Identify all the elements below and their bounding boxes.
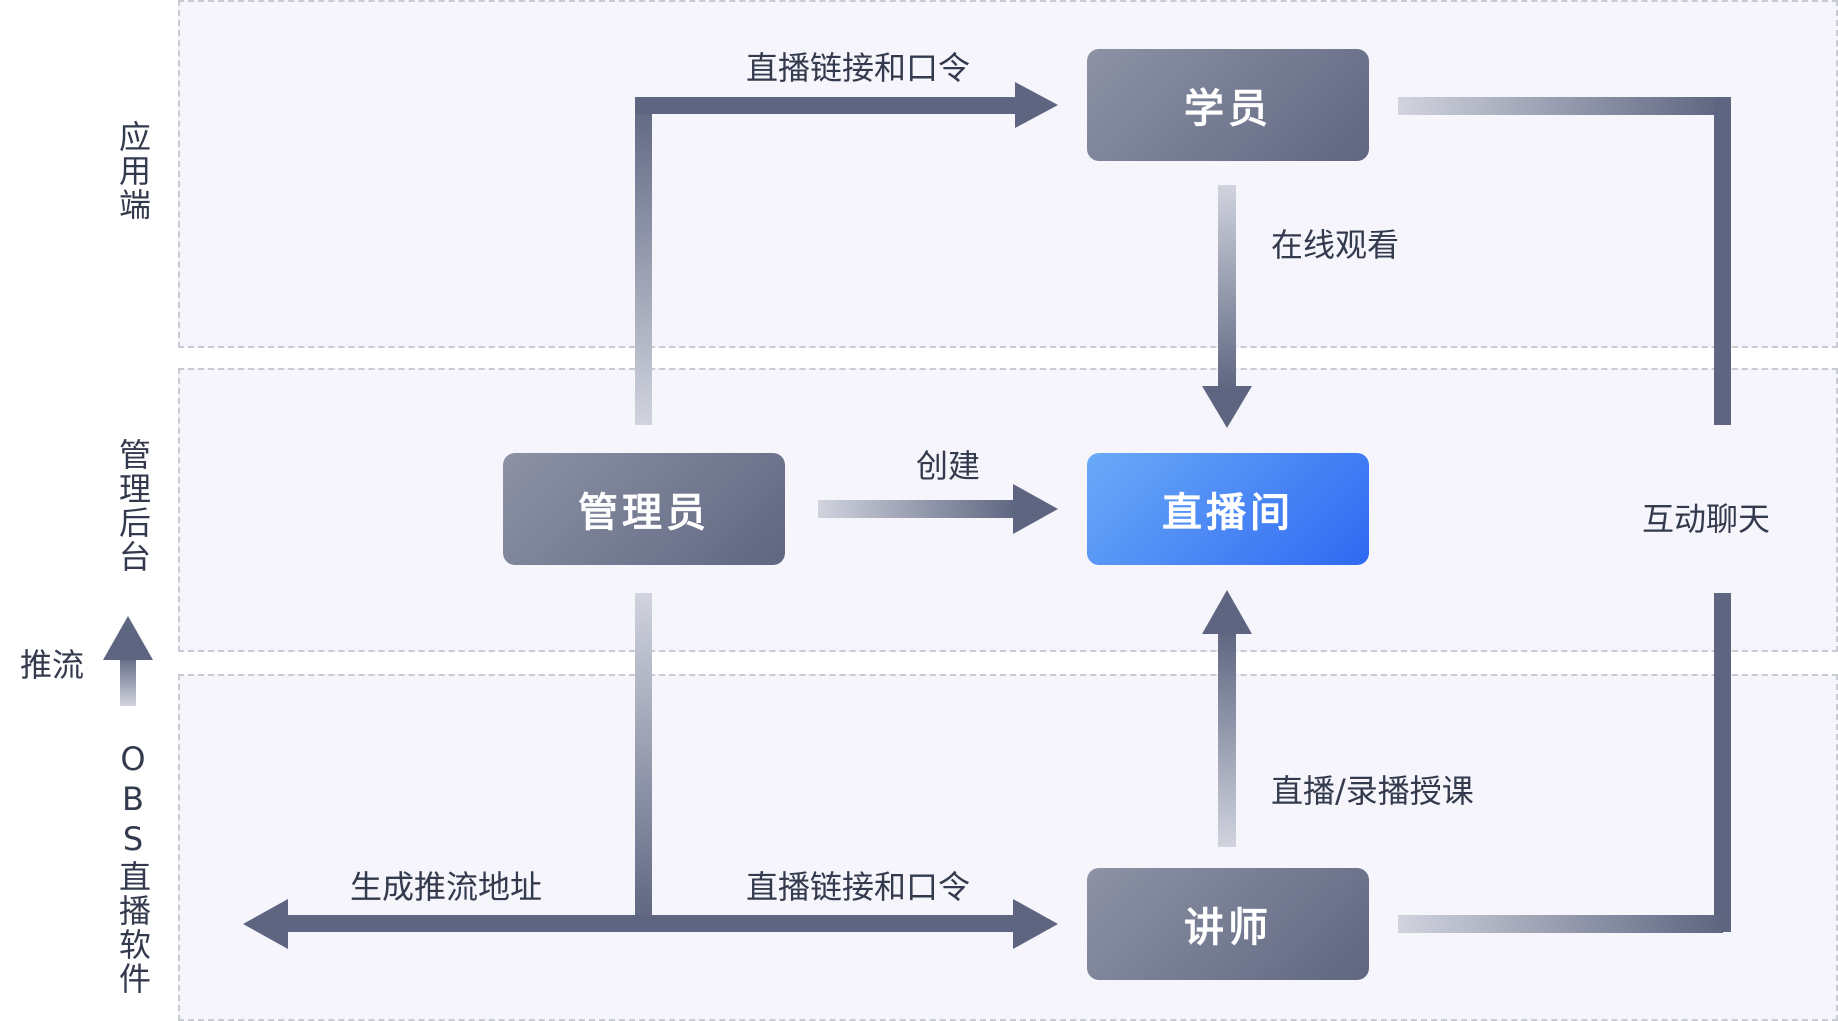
label-watch-online: 在线观看 [1271,226,1400,264]
edge-student-to-liveroom [1202,185,1252,428]
node-student-label: 学员 [1184,86,1272,132]
node-live-room: 直播间 [1087,453,1369,565]
layer-panel-app [178,0,1838,348]
label-link-to-student: 直播链接和口令 [746,49,971,87]
label-create: 创建 [916,447,981,485]
label-teach: 直播/录播授课 [1271,772,1474,810]
label-gen-push-url: 生成推流地址 [350,868,543,906]
edge-interactive-chat [1398,97,1731,933]
layer-panel-obs [178,674,1838,1021]
label-interactive-chat: 互动聊天 [1642,500,1771,538]
arrow-up-icon [103,616,153,706]
node-teacher-label: 讲师 [1184,905,1272,951]
node-live-room-label: 直播间 [1162,490,1294,536]
layer-label-obs: OBS直播软件 [114,740,152,996]
layer-label-app: 应用端 [114,120,152,222]
edge-admin-to-liveroom [818,484,1058,534]
edge-admin-to-student [635,82,1058,425]
label-push: 推流 [20,646,85,684]
node-student: 学员 [1087,49,1369,161]
edge-teacher-to-liveroom [1202,590,1252,847]
node-admin-label: 管理员 [578,490,710,536]
node-teacher: 讲师 [1087,868,1369,980]
node-admin: 管理员 [503,453,785,565]
edge-admin-bottom [243,593,1058,949]
label-link-to-teacher: 直播链接和口令 [746,868,971,906]
layer-label-admin: 管理后台 [114,438,152,574]
